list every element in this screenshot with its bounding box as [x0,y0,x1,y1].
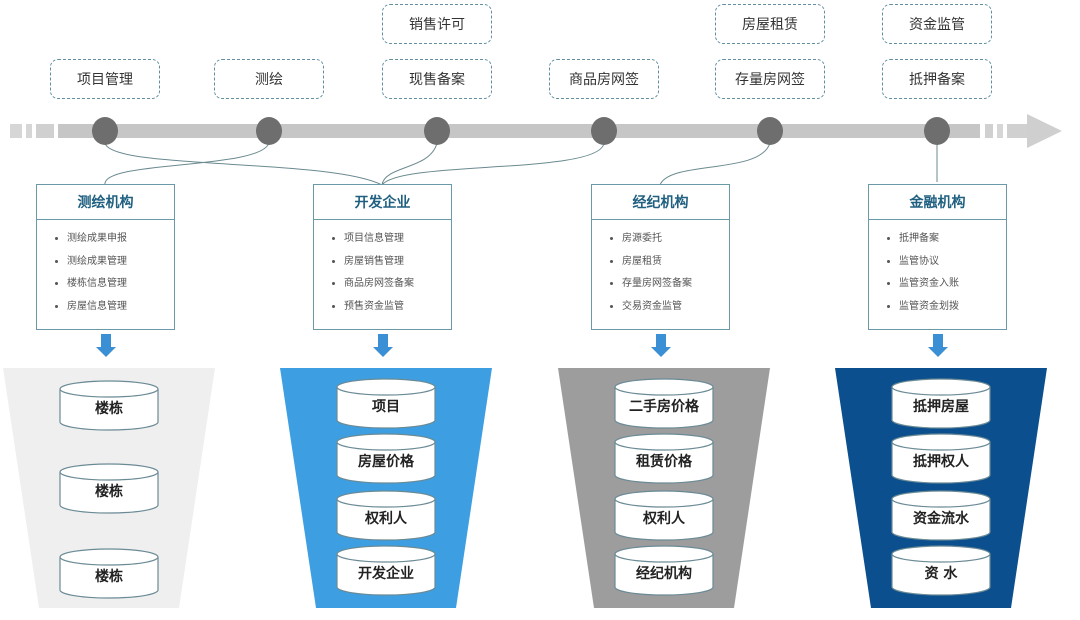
function-item: 交易资金监管 [622,296,729,319]
data-cylinder: 项目 [336,378,436,429]
down-arrow-icon [651,334,671,357]
stage-tag: 销售许可 [382,4,492,44]
data-cylinder: 楼栋 [59,548,159,599]
data-cylinder: 楼栋 [59,463,159,514]
data-cylinder: 资 水 [891,545,991,596]
function-item: 测绘成果管理 [67,251,174,274]
stage-tag: 房屋租赁 [715,4,825,44]
timeline-node [924,117,950,145]
function-item: 监管资金划拨 [899,296,1006,319]
cylinder-label: 项目 [372,399,400,415]
cylinder-label: 资金流水 [913,511,969,527]
function-item: 监管协议 [899,251,1006,274]
data-cylinder: 租赁价格 [614,433,714,484]
cylinder-label: 楼栋 [95,484,123,500]
cylinder-label: 抵押房屋 [913,399,969,415]
function-item: 楼栋信息管理 [67,273,174,296]
cylinder-label: 资 水 [924,566,958,582]
function-item: 预售资金监管 [344,296,451,319]
organization-title: 开发企业 [314,185,451,220]
organization-box: 金融机构抵押备案监管协议监管资金入账监管资金划拨 [868,184,1007,330]
data-cylinder: 楼栋 [59,380,159,431]
data-cylinder: 抵押权人 [891,433,991,484]
stage-tag: 现售备案 [382,59,492,99]
function-item: 监管资金入账 [899,273,1006,296]
cylinder-label: 楼栋 [95,401,123,417]
timeline-node [256,117,282,145]
data-funnel: 二手房价格租赁价格权利人经纪机构 [558,368,770,608]
function-item: 存量房网签备案 [622,273,729,296]
stage-tag: 测绘 [214,59,324,99]
cylinder-label: 经纪机构 [636,566,692,582]
function-item: 房屋信息管理 [67,296,174,319]
cylinder-label: 二手房价格 [629,399,699,415]
organization-box: 开发企业项目信息管理房屋销售管理商品房网签备案预售资金监管 [313,184,452,330]
cylinder-label: 楼栋 [95,569,123,585]
function-item: 测绘成果申报 [67,228,174,251]
data-cylinder: 权利人 [336,490,436,541]
cylinder-label: 房屋价格 [358,454,414,470]
organization-box: 经纪机构房源委托房屋租赁存量房网签备案交易资金监管 [591,184,730,330]
data-cylinder: 权利人 [614,490,714,541]
function-list: 抵押备案监管协议监管资金入账监管资金划拨 [869,228,1006,318]
data-cylinder: 抵押房屋 [891,378,991,429]
data-funnel: 楼栋楼栋楼栋 [3,368,215,608]
stage-tag: 商品房网签 [549,59,659,99]
function-item: 商品房网签备案 [344,273,451,296]
data-cylinder: 二手房价格 [614,378,714,429]
data-funnel: 项目房屋价格权利人开发企业 [280,368,492,608]
data-cylinder: 资金流水 [891,490,991,541]
timeline-node [591,117,617,145]
function-item: 抵押备案 [899,228,1006,251]
function-list: 项目信息管理房屋销售管理商品房网签备案预售资金监管 [314,228,451,318]
down-arrow-icon [96,334,116,357]
stage-tag: 项目管理 [50,59,160,99]
timeline-node [757,117,783,145]
organization-box: 测绘机构测绘成果申报测绘成果管理楼栋信息管理房屋信息管理 [36,184,175,330]
function-item: 房屋租赁 [622,251,729,274]
function-list: 测绘成果申报测绘成果管理楼栋信息管理房屋信息管理 [37,228,174,318]
cylinder-label: 权利人 [365,511,407,527]
function-item: 房屋销售管理 [344,251,451,274]
data-cylinder: 房屋价格 [336,433,436,484]
organization-title: 经纪机构 [592,185,729,220]
stage-tag: 资金监管 [882,4,992,44]
organization-title: 金融机构 [869,185,1006,220]
cylinder-label: 权利人 [643,511,685,527]
timeline-arrow [10,114,1062,148]
cylinder-label: 租赁价格 [636,454,692,470]
connector-lines [104,142,938,186]
function-item: 项目信息管理 [344,228,451,251]
down-arrow-icon [928,334,948,357]
data-cylinder: 经纪机构 [614,545,714,596]
timeline-node [424,117,450,145]
cylinder-label: 抵押权人 [913,454,969,470]
cylinder-label: 开发企业 [358,566,414,582]
stage-tag: 存量房网签 [715,59,825,99]
data-cylinder: 开发企业 [336,545,436,596]
organization-title: 测绘机构 [37,185,174,220]
function-list: 房源委托房屋租赁存量房网签备案交易资金监管 [592,228,729,318]
function-item: 房源委托 [622,228,729,251]
down-arrow-icon [373,334,393,357]
stage-tag: 抵押备案 [882,59,992,99]
data-funnel: 抵押房屋抵押权人资金流水资 水 [835,368,1047,608]
timeline-node [92,117,118,145]
